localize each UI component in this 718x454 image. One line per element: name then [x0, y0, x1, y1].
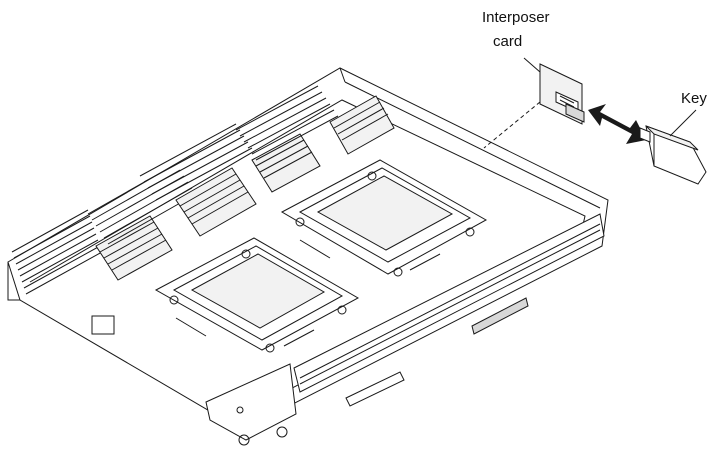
- install-direction-arrow: [588, 104, 646, 144]
- dimm-bank-left: [11, 209, 103, 295]
- key-part: [639, 125, 707, 185]
- dimm-heatsink-middle: [175, 133, 321, 237]
- key-callout-leader: [669, 109, 697, 137]
- front-bezel: [91, 315, 297, 446]
- key-label: Key: [681, 90, 707, 107]
- side-rail-connector: [293, 213, 605, 407]
- processor-socket-rear: [280, 159, 488, 277]
- interposer-callout-leader: [523, 57, 541, 73]
- interposer-card-label-line1: Interposer: [482, 9, 550, 26]
- processor-socket-front: [154, 237, 360, 353]
- dimm-heatsink-right: [329, 95, 395, 155]
- dimm-heatsink-left: [95, 215, 173, 281]
- explode-leader-dashed: [483, 101, 541, 149]
- interposer-card-label-line2: card: [493, 33, 522, 50]
- system-board-tray: [7, 67, 609, 431]
- interposer-card: [539, 63, 585, 125]
- dimm-bank-middle: [87, 123, 253, 245]
- dimm-bank-right: [235, 85, 339, 161]
